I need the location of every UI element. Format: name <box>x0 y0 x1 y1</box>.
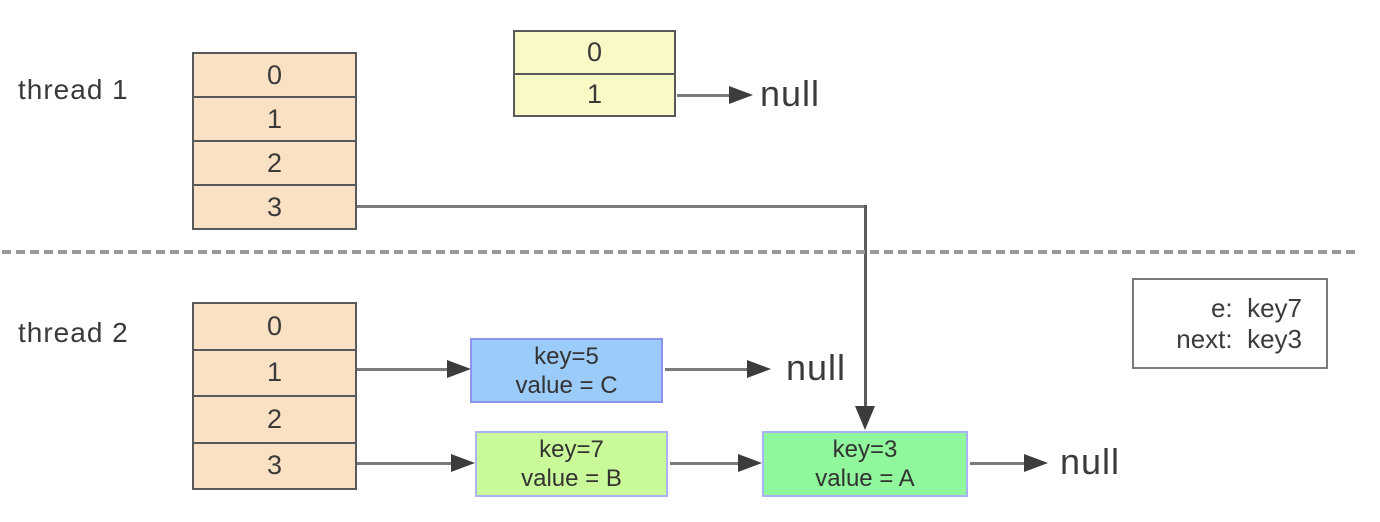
note-line-next: next: key3 <box>1176 323 1302 354</box>
thread1-node-row-1: 1 <box>515 72 674 116</box>
key3-null-label: null <box>1060 441 1121 483</box>
node-key5-key: key=5 <box>534 342 599 370</box>
arrow-bucket1-to-key5-head <box>447 360 471 378</box>
node-key7: key=7 value = B <box>475 431 668 497</box>
thread2-bucket-0: 0 <box>266 310 283 341</box>
thread1-node-row-0: 0 <box>586 36 603 67</box>
node-key5-value: value = C <box>515 371 618 399</box>
connector-bucket3-down-head <box>855 406 875 430</box>
arrow-key7-to-key3-head <box>738 454 762 472</box>
thread1-bucket-0: 0 <box>266 59 283 90</box>
connector-bucket3-vertical-line <box>864 205 867 408</box>
thread1-node-01: 0 1 <box>513 30 676 117</box>
thread2-bucket-1: 1 <box>194 348 355 396</box>
arrow-bucket3-to-key7-line <box>357 462 453 465</box>
thread1-bucket-1: 1 <box>194 96 355 140</box>
arrow-bucket1-to-key5-line <box>357 368 449 371</box>
thread1-bucket-2: 2 <box>194 140 355 184</box>
thread1-bucket-array: 0 1 2 3 <box>192 52 357 230</box>
thread1-label: thread 1 <box>18 74 129 105</box>
node-key7-key: key=7 <box>539 436 604 463</box>
arrow-key5-to-null-line <box>665 368 749 371</box>
thread-divider-dashed-line <box>2 250 1355 254</box>
thread1-null-label: null <box>760 73 821 115</box>
thread2-bucket-3: 3 <box>194 441 355 489</box>
arrow-key3-to-null-head <box>1024 454 1048 472</box>
connector-bucket3-horizontal-line <box>357 205 867 208</box>
node-key3-value: value = A <box>815 465 915 492</box>
thread2-bucket-array: 0 1 2 3 <box>192 302 357 490</box>
node-key3-key: key=3 <box>832 436 898 463</box>
arrow-bucket3-to-key7-head <box>451 454 475 472</box>
note-line-e: e: key7 <box>1210 292 1302 323</box>
arrow-key5-to-null-head <box>747 360 771 378</box>
arrow-key7-to-key3-line <box>670 462 740 465</box>
key5-null-label: null <box>786 347 847 389</box>
thread1-bucket-3: 3 <box>194 184 355 228</box>
node-key5: key=5 value = C <box>470 338 663 403</box>
arrow-node01-to-null-head <box>729 86 753 104</box>
thread2-bucket-2: 2 <box>194 395 355 442</box>
node-key3: key=3 value = A <box>762 431 968 497</box>
arrow-key3-to-null-line <box>970 462 1026 465</box>
node-key7-value: value = B <box>521 465 622 492</box>
thread2-label: thread 2 <box>18 317 129 348</box>
arrow-node01-to-null-line <box>677 94 729 97</box>
pointer-note-box: e: key7 next: key3 <box>1132 278 1328 369</box>
